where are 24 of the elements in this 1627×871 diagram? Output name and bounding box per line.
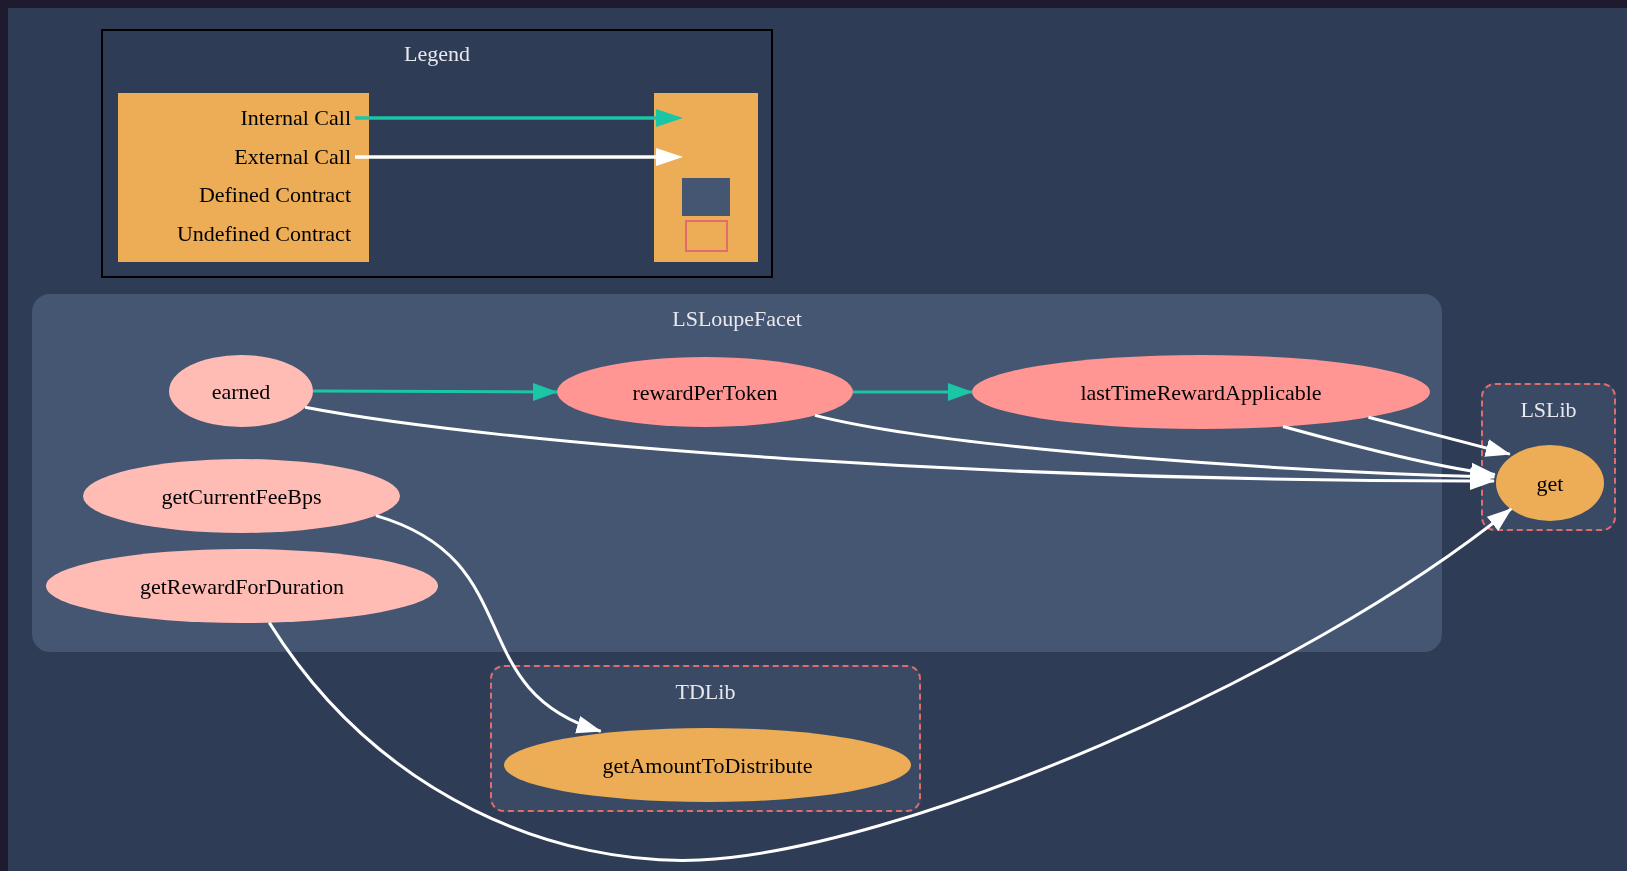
cluster-box	[32, 294, 1442, 652]
function-ellipse: getRewardForDuration	[46, 549, 438, 623]
arrow	[1368, 415, 1511, 457]
arrow	[304, 405, 1495, 490]
cluster-title: LSLib	[1519, 396, 1578, 424]
legend-title: Legend	[403, 40, 471, 68]
cluster-title: TDLib	[674, 678, 737, 706]
legend-text: External Call	[234, 143, 351, 171]
function-ellipse: lastTimeRewardApplicable	[972, 355, 1430, 429]
function-ellipse: getCurrentFeeBps	[83, 459, 400, 533]
arrow	[313, 382, 558, 401]
cluster-title: LSLoupeFacet	[671, 305, 803, 333]
arrow	[375, 514, 602, 733]
library-cluster-box	[1481, 383, 1616, 531]
legend-text: Defined Contract	[198, 181, 351, 209]
arrow	[853, 383, 973, 401]
function-ellipse: earned	[169, 355, 313, 427]
legend-text: Undefined Contract	[176, 220, 351, 248]
legend-text: Internal Call	[240, 104, 351, 132]
function-ellipse: getAmountToDistribute	[504, 728, 911, 802]
function-ellipse: rewardPerToken	[557, 357, 853, 427]
library-cluster-box	[490, 665, 921, 812]
arrow	[268, 507, 1513, 862]
function-ellipse: get	[1496, 445, 1604, 521]
